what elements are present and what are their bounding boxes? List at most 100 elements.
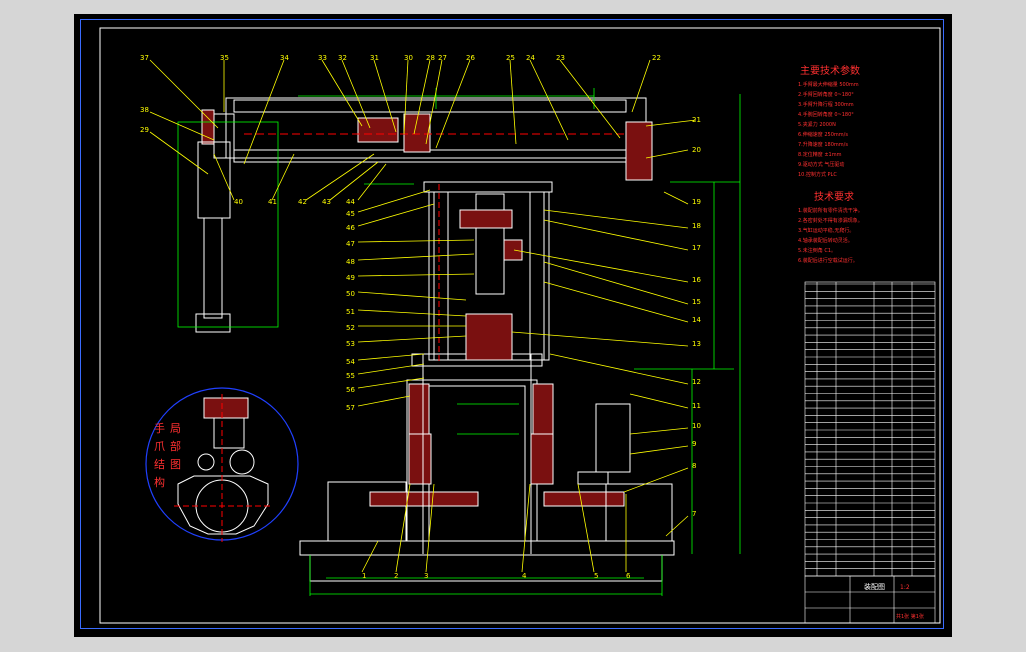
label-6: 6 <box>626 572 631 580</box>
specs-title: 主要技术参数 <box>800 64 860 77</box>
label-14: 14 <box>692 316 701 324</box>
label-50: 50 <box>346 290 355 298</box>
spec-line: 10.控制方式 PLC <box>798 171 837 178</box>
arm-rear-block <box>625 121 653 181</box>
label-33: 33 <box>318 54 327 62</box>
label-5: 5 <box>594 572 598 580</box>
upper-flange <box>423 181 553 193</box>
motor-flange <box>577 471 609 485</box>
spec-line: 1.手臂最大伸缩量 500mm <box>798 81 859 88</box>
label-51: 51 <box>346 308 355 316</box>
detail-caption: 手爪结构局部图 <box>154 421 181 489</box>
label-20: 20 <box>692 146 701 154</box>
requirement-line: 4.轴承装配后转动灵活。 <box>798 237 853 244</box>
label-43: 43 <box>322 198 331 206</box>
label-7: 7 <box>692 510 696 518</box>
label-2: 2 <box>394 572 398 580</box>
label-25: 25 <box>506 54 515 62</box>
label-46: 46 <box>346 224 355 232</box>
label-8: 8 <box>692 462 696 470</box>
label-16: 16 <box>692 276 701 284</box>
pinion <box>605 491 625 507</box>
label-22: 22 <box>652 54 661 62</box>
label-18: 18 <box>692 222 701 230</box>
arm-guide-top <box>233 99 627 113</box>
requirement-line: 1.装配前所有零件清洗干净。 <box>798 207 863 214</box>
label-26: 26 <box>466 54 475 62</box>
inner-frame <box>99 27 941 624</box>
inner-sleeve <box>428 385 526 542</box>
parts-list <box>804 281 936 577</box>
label-48: 48 <box>346 258 355 266</box>
bearing-lower-left <box>408 433 432 485</box>
label-23: 23 <box>556 54 565 62</box>
lift-piston <box>459 209 513 229</box>
label-44: 44 <box>346 198 355 206</box>
label-55: 55 <box>346 372 355 380</box>
spec-line: 9.驱动方式 气压驱动 <box>798 161 844 168</box>
label-15: 15 <box>692 298 701 306</box>
gear-housing <box>327 481 407 542</box>
label-38: 38 <box>140 106 149 114</box>
spec-line: 4.手腕回转角度 0~180° <box>798 111 854 118</box>
title-block-scale: 1:2 <box>900 584 910 591</box>
base-assembly <box>299 403 675 582</box>
label-29: 29 <box>140 126 149 134</box>
label-32: 32 <box>338 54 347 62</box>
spec-line: 2.手臂回转角度 0~180° <box>798 91 854 98</box>
label-41: 41 <box>268 198 277 206</box>
label-28: 28 <box>426 54 435 62</box>
arm-endcap <box>213 113 235 159</box>
requirement-line: 3.气缸运动平稳,无爬行。 <box>798 227 854 234</box>
arm-front-plate <box>201 109 215 145</box>
motor-box <box>595 403 631 473</box>
label-57: 57 <box>346 404 355 412</box>
title-block-sheet: 共1张 第1张 <box>896 613 924 620</box>
label-24: 24 <box>526 54 535 62</box>
label-30: 30 <box>404 54 413 62</box>
label-19: 19 <box>692 198 701 206</box>
lift-valve <box>503 239 523 261</box>
upper-column <box>423 181 553 364</box>
spec-line: 8.定位精度 ±1mm <box>798 151 842 158</box>
label-11: 11 <box>692 402 701 410</box>
drive-gear-right <box>543 491 607 507</box>
label-10: 10 <box>692 422 701 430</box>
label-52: 52 <box>346 324 355 332</box>
bearing-lower-right <box>530 433 554 485</box>
label-54: 54 <box>346 358 355 366</box>
label-31: 31 <box>370 54 379 62</box>
arm-assembly <box>201 97 653 181</box>
label-4: 4 <box>522 572 527 580</box>
spec-line: 7.升降速度 180mm/s <box>798 141 848 148</box>
title-block: 装配图 1:2 共1张 第1张 <box>804 575 936 624</box>
base-plate <box>299 540 675 556</box>
drawing-border <box>80 19 944 629</box>
label-21: 21 <box>692 116 701 124</box>
label-35: 35 <box>220 54 229 62</box>
dim-wrist-box <box>177 121 279 328</box>
lift-cylinder-base <box>465 313 513 361</box>
guide-left <box>433 191 449 361</box>
gripper-detail: 手爪结构局部图 <box>145 387 299 542</box>
label-13: 13 <box>692 340 701 348</box>
label-42: 42 <box>298 198 307 206</box>
label-37: 37 <box>140 54 149 62</box>
lower-column <box>406 353 554 554</box>
requirement-line: 2.各密封处不得有渗漏现象。 <box>798 217 863 224</box>
label-53: 53 <box>346 340 355 348</box>
requirements-title: 技术要求 <box>814 190 854 203</box>
label-3: 3 <box>424 572 428 580</box>
label-45: 45 <box>346 210 355 218</box>
guide-right <box>529 191 545 361</box>
label-40: 40 <box>234 198 243 206</box>
label-27: 27 <box>438 54 447 62</box>
label-56: 56 <box>346 386 355 394</box>
wrist-flange <box>195 313 231 333</box>
